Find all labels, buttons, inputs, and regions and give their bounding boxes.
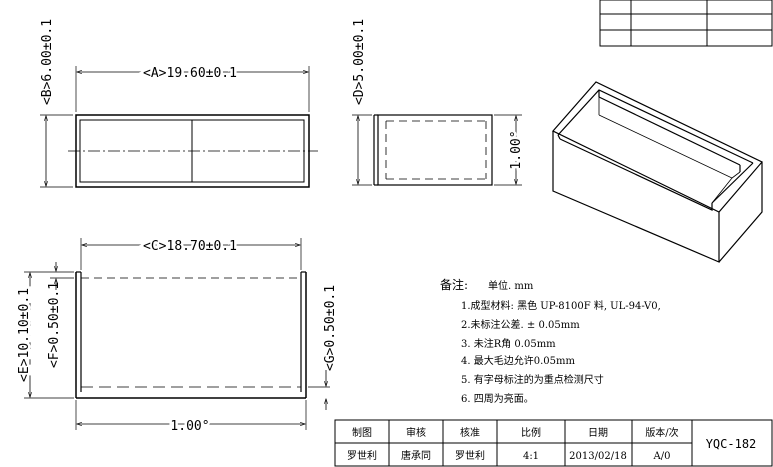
- tb-value: 罗世利: [347, 450, 377, 462]
- side-view: [352, 114, 522, 186]
- tb-value: 2013/02/18: [569, 451, 627, 462]
- dimension-e: <E>10.10±0.1: [17, 288, 32, 382]
- dimension-angle-bottom: 1.00°: [170, 419, 209, 434]
- tb-header: 审核: [406, 426, 426, 439]
- isometric-view: [552, 81, 763, 263]
- dimension-f: <F>0.50±0.1: [47, 282, 62, 368]
- note-item: 2.未标注公差. ± 0.05mm: [461, 318, 580, 331]
- tb-header: 制图: [352, 426, 372, 439]
- note-item: 4. 最大毛边允许0.05mm: [461, 354, 575, 367]
- tb-value: 4:1: [523, 451, 539, 462]
- dimension-angle-side: 1.00°: [509, 130, 524, 169]
- front-view: [40, 66, 318, 188]
- tb-value: A/0: [653, 451, 671, 462]
- dimension-g: <G>0.50±0.1: [323, 285, 338, 371]
- tb-header: 日期: [588, 427, 608, 439]
- title-block-text: 制图 审核 核准 比例 日期 版本/次 罗世利 唐承同 罗世利 4:1 2013…: [347, 426, 756, 462]
- tb-value: 罗世利: [455, 450, 485, 462]
- dimension-c: <C>18.70±0.1: [143, 239, 237, 254]
- title-block: [334, 419, 773, 467]
- dimension-b: <B>6.00±0.1: [40, 19, 55, 105]
- part-number: YQC-182: [706, 437, 757, 451]
- tb-value: 唐承同: [401, 449, 431, 462]
- section-view: [24, 238, 330, 430]
- note-item: 3. 未注R角 0.05mm: [461, 337, 556, 350]
- note-item: 6. 四周为亮面。: [461, 392, 534, 405]
- tb-header: 核准: [460, 426, 480, 439]
- tb-header: 版本/次: [645, 426, 678, 439]
- revision-table: [599, 0, 773, 47]
- tb-header: 比例: [521, 426, 541, 439]
- dimension-d: <D>5.00±0.1: [352, 19, 367, 105]
- notes-heading: 备注:: [440, 277, 468, 292]
- dimension-a: <A>19.60±0.1: [143, 66, 237, 81]
- notes: 备注: 单位. mm 1.成型材料: 黑色 UP-8100F 料, UL-94-…: [440, 277, 661, 405]
- note-item: 5. 有字母标注的为重点检测尺寸: [461, 373, 604, 386]
- note-item: 1.成型材料: 黑色 UP-8100F 料, UL-94-V0,: [461, 299, 661, 312]
- notes-unit: 单位. mm: [488, 279, 534, 292]
